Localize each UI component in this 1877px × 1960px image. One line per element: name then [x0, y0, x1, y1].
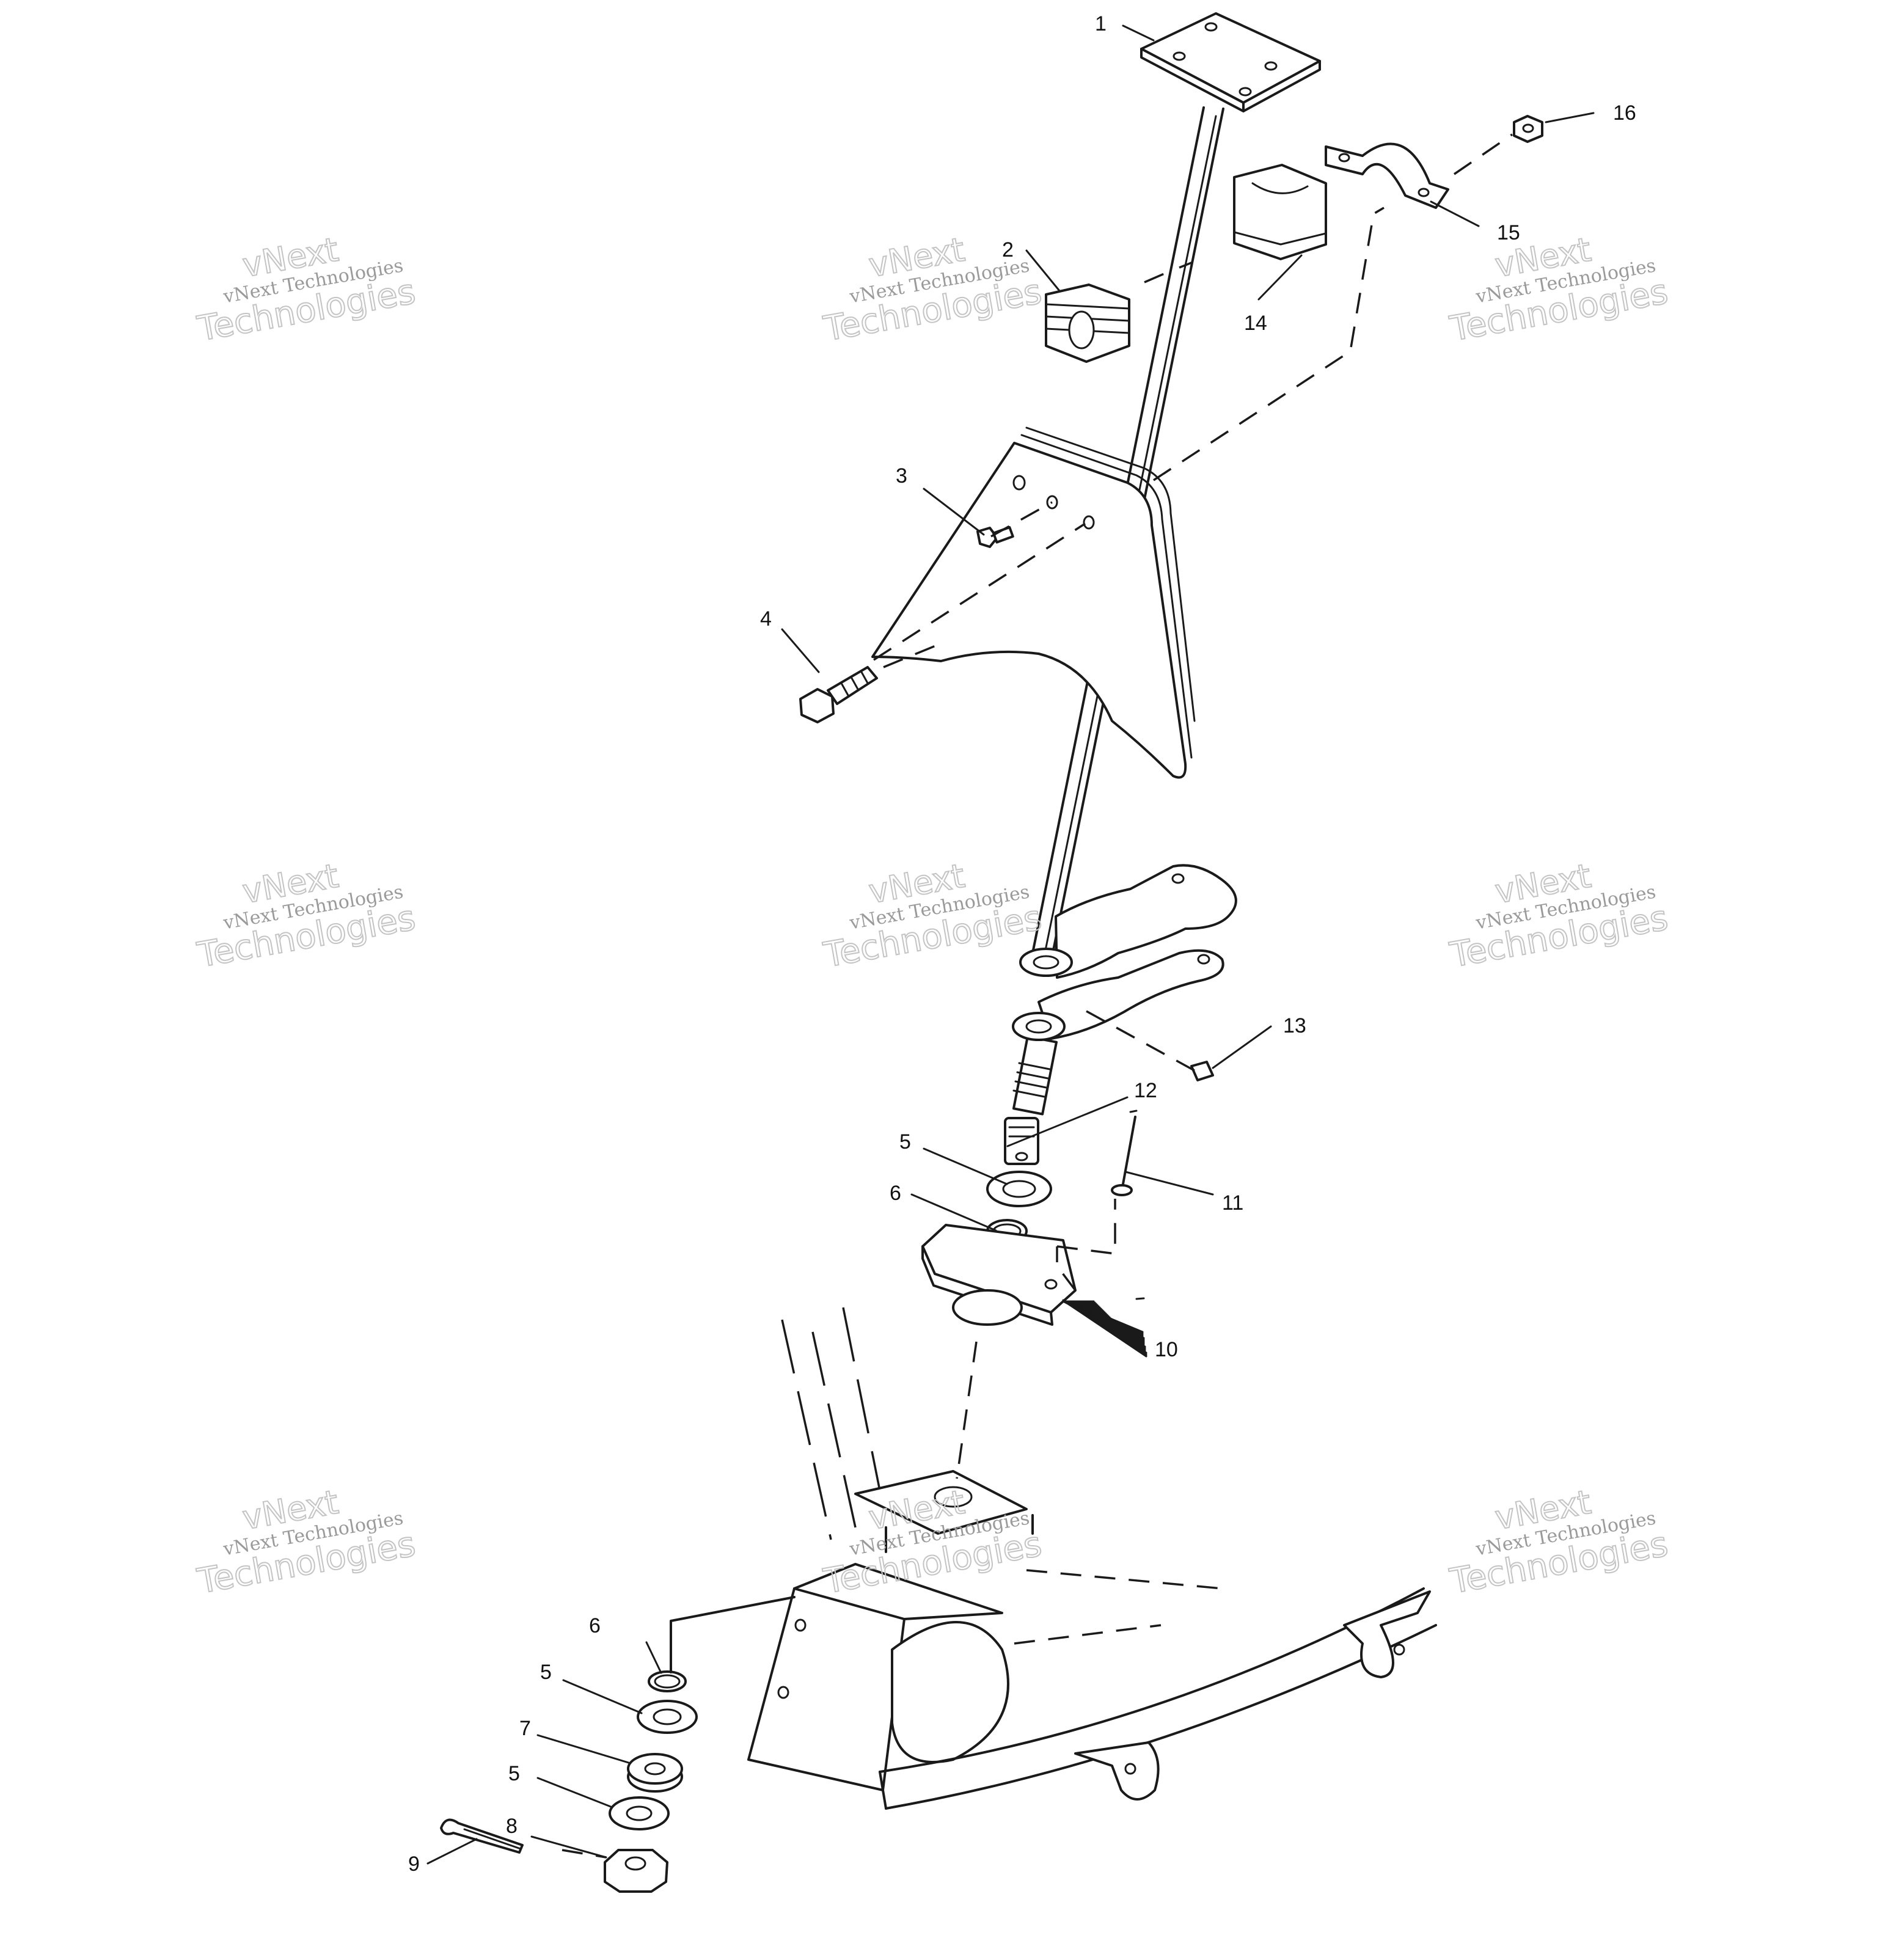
- callout-16: 16: [1613, 101, 1636, 125]
- callout-6-lower: 6: [589, 1614, 601, 1637]
- watermarks: vNext vNext Technologies Technologies vN…: [194, 230, 1672, 1603]
- leader-lines: [426, 24, 1595, 1865]
- callout-5-lower-b: 5: [508, 1762, 520, 1785]
- bushing-block: [1045, 283, 1130, 363]
- hex-nut-top: [1513, 115, 1543, 143]
- watermark: vNext vNext Technologies Technologies: [1446, 1482, 1672, 1603]
- callout-10: 10: [1155, 1338, 1178, 1361]
- small-screw: [1190, 1061, 1214, 1081]
- callout-11: 11: [1222, 1191, 1243, 1215]
- callout-15: 15: [1497, 221, 1520, 244]
- callout-6-upper: 6: [890, 1182, 901, 1205]
- steering-arm: [921, 1224, 1077, 1326]
- watermark: vNext vNext Technologies Technologies: [1446, 230, 1672, 350]
- callout-1: 1: [1095, 12, 1107, 35]
- callout-2: 2: [1002, 238, 1014, 261]
- pin: [1111, 1116, 1136, 1196]
- callout-4: 4: [760, 607, 772, 631]
- split-bushing: [1233, 164, 1327, 260]
- callout-numbers: 1 2 3 4 5 6 10 11 12 13 14 15 16 6 5 7 5…: [408, 12, 1636, 1876]
- frame-section: [747, 1307, 1437, 1810]
- callout-13: 13: [1283, 1014, 1306, 1037]
- watermark: vNext vNext Technologies Technologies: [1446, 856, 1672, 976]
- steering-support-bracket: [871, 426, 1196, 779]
- callout-7: 7: [519, 1717, 531, 1740]
- steering-post-assembly: [1004, 12, 1321, 1165]
- alignment-lines: [562, 133, 1513, 1859]
- lower-column-bracket: [1012, 864, 1237, 1041]
- callout-3: 3: [896, 464, 907, 488]
- callout-5-upper: 5: [899, 1130, 911, 1154]
- watermark: vNext vNext Technologies Technologies: [820, 856, 1045, 976]
- watermark: vNext vNext Technologies Technologies: [194, 856, 419, 976]
- callout-5-lower-a: 5: [540, 1661, 552, 1684]
- lower-hardware: [440, 1670, 698, 1893]
- callout-9: 9: [408, 1852, 420, 1876]
- watermark: vNext vNext Technologies Technologies: [194, 1482, 419, 1603]
- watermark: vNext vNext Technologies Technologies: [194, 230, 419, 350]
- callout-14: 14: [1244, 312, 1267, 335]
- callout-8: 8: [506, 1815, 518, 1838]
- callout-12: 12: [1134, 1079, 1157, 1102]
- hex-bolt: [799, 666, 878, 723]
- watermark: vNext vNext Technologies Technologies: [820, 1482, 1045, 1603]
- clamp: [1325, 142, 1449, 209]
